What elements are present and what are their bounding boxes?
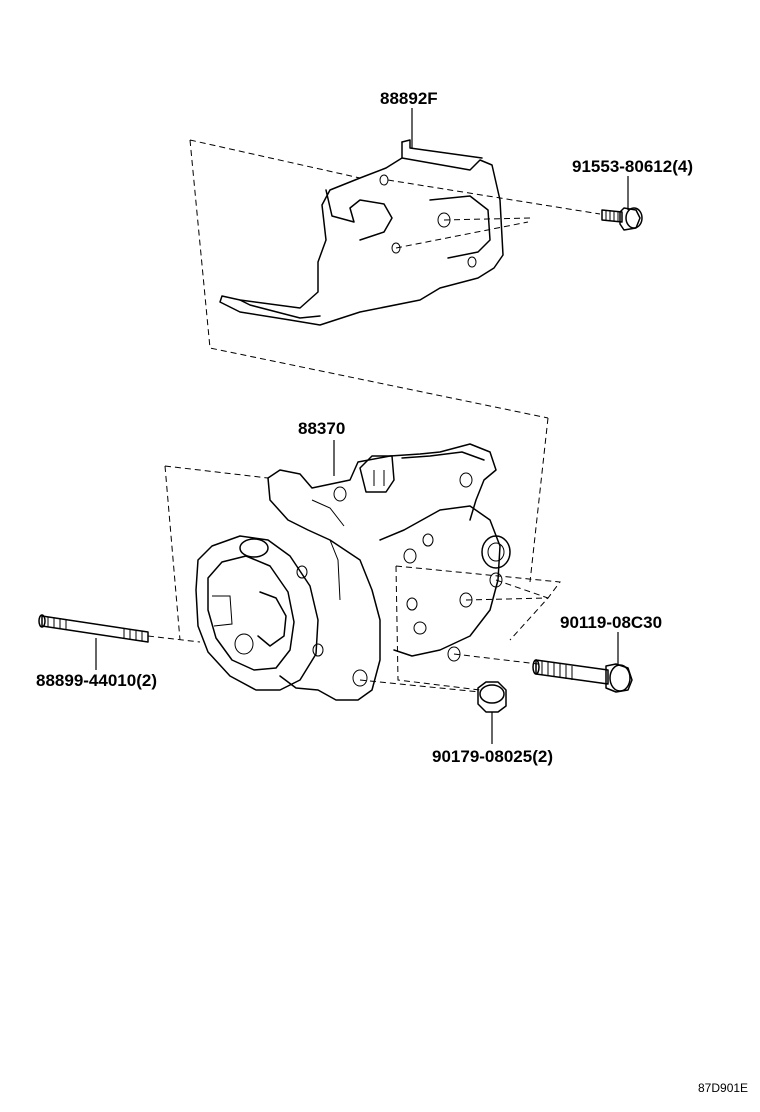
compressor-mount-outline [164, 465, 561, 691]
bracket-bolt-path [387, 179, 601, 249]
label-88892F[interactable]: 88892F [380, 89, 438, 108]
bolt-90119[interactable] [532, 659, 633, 693]
label-88370[interactable]: 88370 [298, 419, 345, 438]
figure-code: 87D901E [698, 1081, 748, 1095]
bracket-88892F[interactable] [219, 139, 504, 326]
label-90119-08C30[interactable]: 90119-08C30 [560, 613, 662, 632]
bracket-bolt-91553[interactable] [601, 207, 643, 231]
label-91553-80612[interactable]: 91553-80612(4) [572, 157, 693, 176]
rear-bolt-path [465, 579, 549, 601]
compressor-88370[interactable] [195, 443, 511, 701]
label-88899-44010[interactable]: 88899-44010(2) [36, 671, 157, 690]
nut-path [359, 679, 481, 693]
nut-90179[interactable] [477, 681, 507, 713]
stud-bolt-path [147, 635, 201, 643]
bracket-mount-outline [189, 139, 549, 583]
bolt-90119-path [453, 653, 539, 665]
label-90179-08025[interactable]: 90179-08025(2) [432, 747, 553, 766]
stud-bolt-88899[interactable] [38, 614, 149, 643]
